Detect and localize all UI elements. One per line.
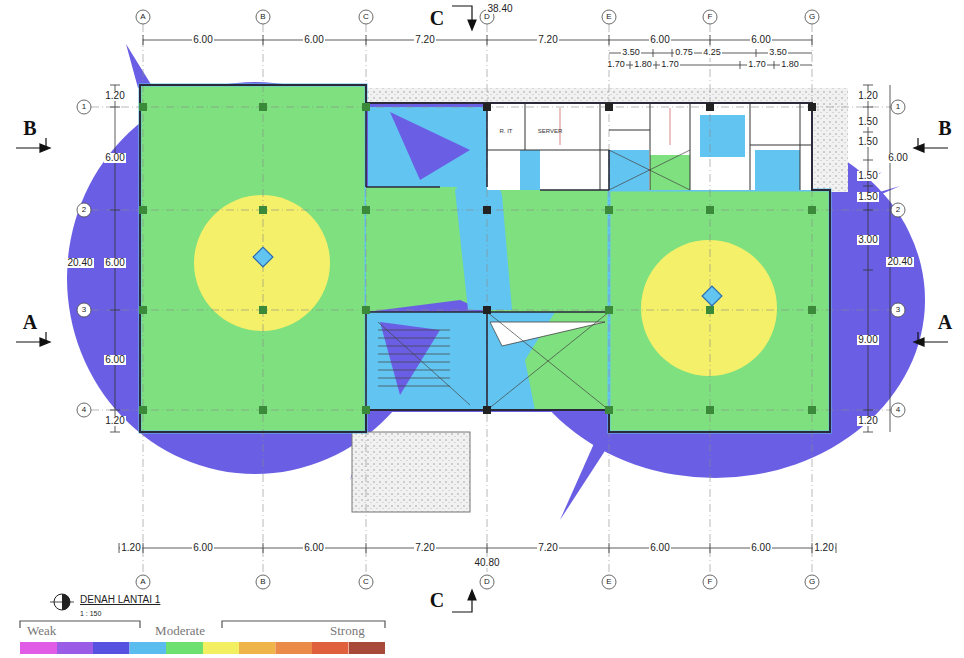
legend-swatch bbox=[166, 642, 203, 654]
dimension-label: 1.20 bbox=[857, 91, 878, 102]
grid-label: E bbox=[606, 577, 611, 586]
grid-label: 4 bbox=[896, 405, 900, 414]
dimension-label: 1.50 bbox=[857, 171, 878, 182]
dimension-label: 1.50 bbox=[857, 137, 878, 148]
grid-label: G bbox=[809, 12, 815, 21]
section-marker: A bbox=[938, 311, 952, 334]
dimension-label: 1.20 bbox=[104, 91, 125, 102]
dimension-label: 1.50 bbox=[857, 117, 878, 128]
grid-label: D bbox=[484, 577, 490, 586]
dimension-label: 1.80 bbox=[780, 60, 800, 69]
dimension-label: 0.75 bbox=[674, 48, 694, 57]
legend-swatch bbox=[20, 642, 57, 654]
dimension-label: 7.20 bbox=[537, 35, 558, 46]
dimension-label: 6.00 bbox=[750, 543, 771, 554]
grid-label: G bbox=[809, 577, 815, 586]
dimension-label: 9.00 bbox=[857, 335, 878, 346]
legend-label: Weak bbox=[25, 624, 58, 639]
dimension-label: 6.00 bbox=[887, 153, 908, 164]
section-marker: C bbox=[430, 7, 444, 30]
dimension-label: 4.25 bbox=[702, 48, 722, 57]
dimension-label: 6.00 bbox=[649, 35, 670, 46]
dimension-label: 6.00 bbox=[649, 543, 670, 554]
dimension-label: 6.00 bbox=[104, 258, 125, 269]
grid-label: 3 bbox=[82, 305, 86, 314]
dimension-label: 7.20 bbox=[414, 35, 435, 46]
grid-label: C bbox=[363, 577, 369, 586]
scale-label: 1 : 150 bbox=[80, 610, 101, 618]
dimension-label: 7.20 bbox=[537, 543, 558, 554]
dimension-label: 1.20 bbox=[120, 543, 141, 554]
section-marker: B bbox=[938, 117, 951, 140]
grid-label: 4 bbox=[82, 405, 86, 414]
grid-label: C bbox=[363, 12, 369, 21]
section-marker: A bbox=[23, 311, 37, 334]
grid-label: F bbox=[708, 12, 713, 21]
dimension-label: 1.50 bbox=[857, 192, 878, 203]
dimension-label: 6.00 bbox=[192, 35, 213, 46]
grid-label: 1 bbox=[896, 102, 900, 111]
section-marker: C bbox=[430, 589, 444, 612]
dimension-label: 3.00 bbox=[857, 235, 878, 246]
dimension-label: 1.20 bbox=[857, 416, 878, 427]
grid-label: A bbox=[140, 577, 145, 586]
grid-label: 3 bbox=[896, 305, 900, 314]
grid-label: B bbox=[260, 577, 265, 586]
dimension-label: 6.00 bbox=[303, 35, 324, 46]
legend-label: Strong bbox=[328, 624, 367, 639]
grid-label: A bbox=[140, 12, 145, 21]
grid-label: 1 bbox=[82, 102, 86, 111]
dimension-label: 6.00 bbox=[750, 35, 771, 46]
dimension-label: 1.20 bbox=[104, 416, 125, 427]
dimension-label: 20.40 bbox=[66, 258, 93, 269]
dimension-label: 6.00 bbox=[192, 543, 213, 554]
dimension-label: 6.00 bbox=[303, 543, 324, 554]
dimension-label: 3.50 bbox=[621, 48, 641, 57]
dimension-label: 40.80 bbox=[473, 558, 500, 569]
dimension-label: 6.00 bbox=[104, 355, 125, 366]
plan-title: DENAH LANTAI 1 bbox=[80, 594, 160, 606]
dimension-label: 1.20 bbox=[813, 543, 834, 554]
dimension-label: 1.70 bbox=[606, 60, 626, 69]
grid-label: 2 bbox=[896, 205, 900, 214]
dimension-label: 1.80 bbox=[633, 60, 653, 69]
legend-label: Moderate bbox=[153, 624, 207, 639]
dimension-label: 1.70 bbox=[747, 60, 767, 69]
room-label: R. IT bbox=[500, 128, 513, 135]
dimension-label: 7.20 bbox=[414, 543, 435, 554]
dimension-label: 20.40 bbox=[886, 257, 913, 268]
grid-label: B bbox=[260, 12, 265, 21]
dimension-label: 1.70 bbox=[660, 60, 680, 69]
room-label: SERVER bbox=[538, 128, 563, 135]
dimension-label: 6.00 bbox=[104, 153, 125, 164]
legend-swatch bbox=[349, 642, 386, 654]
grid-label: E bbox=[606, 12, 611, 21]
dimension-label: 38.40 bbox=[486, 4, 513, 15]
dimension-label: 3.50 bbox=[768, 48, 788, 57]
grid-label: F bbox=[708, 577, 713, 586]
section-marker: B bbox=[23, 117, 36, 140]
grid-label: 2 bbox=[82, 205, 86, 214]
